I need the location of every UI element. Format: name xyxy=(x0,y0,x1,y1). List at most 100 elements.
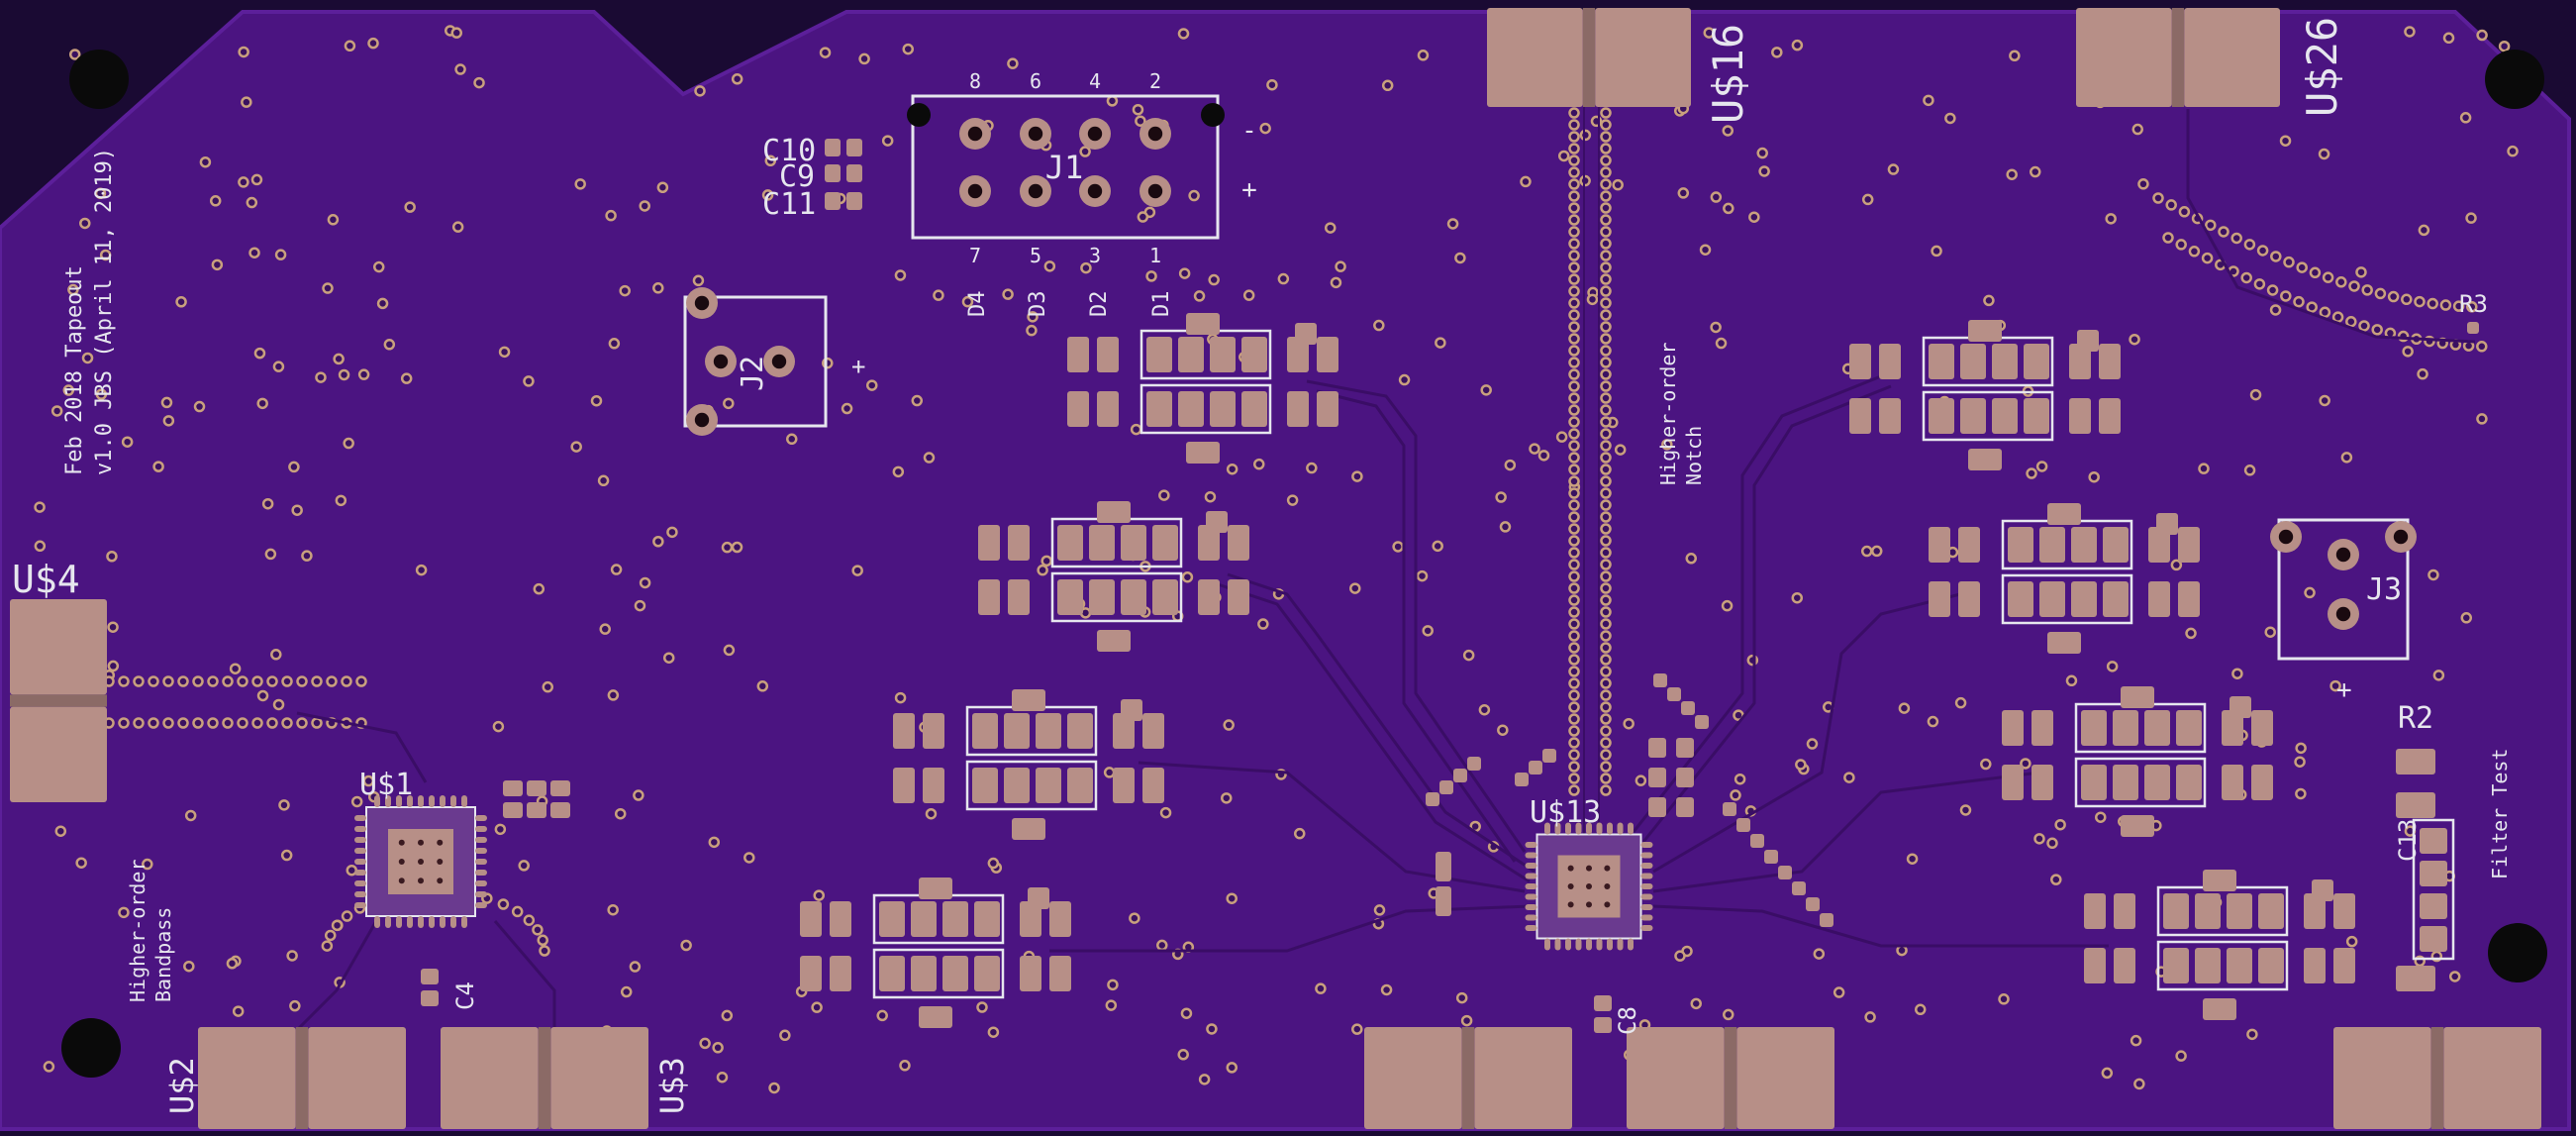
via xyxy=(652,535,664,548)
via xyxy=(1568,273,1580,285)
via xyxy=(2105,213,2117,225)
via xyxy=(1568,677,1580,689)
smd-pad xyxy=(2008,527,2033,563)
via xyxy=(95,388,108,400)
via xyxy=(1600,761,1612,773)
via xyxy=(1026,324,1038,337)
smd-pad xyxy=(1929,398,1954,434)
via xyxy=(1861,193,1874,206)
component-outline xyxy=(1139,383,1272,435)
smd-pad xyxy=(2144,710,2170,746)
via xyxy=(1130,423,1142,436)
via xyxy=(1568,773,1580,784)
smd-pad xyxy=(2031,765,2053,800)
cap-pad xyxy=(1594,1017,1612,1033)
drill-hole xyxy=(1087,183,1103,199)
via xyxy=(620,985,633,998)
smd-pad xyxy=(2203,870,2236,891)
ic-pin xyxy=(1565,938,1571,951)
smd-pad xyxy=(2304,893,2326,929)
via xyxy=(199,155,212,168)
smd-pad xyxy=(1004,768,1030,803)
trace xyxy=(1049,904,1531,953)
trace xyxy=(1641,384,1892,843)
smd-pad xyxy=(2002,765,2024,800)
ic-pin xyxy=(429,795,435,807)
smd-pad xyxy=(1057,525,1083,561)
via xyxy=(1330,276,1342,289)
via xyxy=(570,441,582,453)
via xyxy=(1351,1023,1363,1035)
ic-pin xyxy=(429,916,435,928)
via xyxy=(1568,178,1580,190)
via xyxy=(54,825,67,837)
via xyxy=(1600,380,1612,392)
via xyxy=(1499,521,1512,533)
via xyxy=(1478,703,1491,716)
diagonal-cap-pad xyxy=(1778,866,1792,879)
sma-signal-pad xyxy=(538,1027,551,1129)
via xyxy=(162,717,174,729)
c13-ref: C13 xyxy=(2394,819,2422,862)
j1-pin-label-7: 7 xyxy=(969,244,981,267)
cap-pad xyxy=(550,780,570,796)
via xyxy=(1721,599,1734,612)
via xyxy=(1105,999,1118,1011)
via xyxy=(2170,559,2183,571)
via xyxy=(1568,487,1580,499)
via xyxy=(121,436,134,448)
via xyxy=(400,372,413,384)
via xyxy=(1568,475,1580,487)
smd-pad xyxy=(1004,713,1030,749)
via xyxy=(1927,715,1939,728)
smd-pad xyxy=(1968,320,2002,342)
cap-pad xyxy=(1594,995,1612,1011)
smd-pad xyxy=(1958,527,1980,563)
via xyxy=(118,675,130,687)
thermal-via xyxy=(1567,901,1574,908)
board-substrate xyxy=(0,10,2571,1131)
cap-pad xyxy=(2396,966,2435,991)
j1-mount-hole xyxy=(1201,103,1225,127)
via xyxy=(1040,555,1052,568)
smd-pad xyxy=(911,956,937,991)
via xyxy=(1600,559,1612,570)
via xyxy=(712,1042,724,1054)
smd-pad xyxy=(2222,710,2243,746)
via xyxy=(142,858,153,871)
via xyxy=(1226,463,1238,475)
resistor-pad xyxy=(2396,749,2435,775)
via xyxy=(415,564,428,576)
j2-outline xyxy=(683,295,828,428)
via xyxy=(1568,297,1580,309)
via xyxy=(261,497,274,510)
via xyxy=(1600,713,1612,725)
ic-pin xyxy=(475,859,487,865)
thermal-via xyxy=(418,859,424,865)
via xyxy=(1600,178,1612,190)
smd-pad xyxy=(1210,391,1236,427)
via xyxy=(62,384,75,396)
via xyxy=(1568,202,1580,214)
via xyxy=(2185,627,2197,640)
smd-pad xyxy=(923,768,944,803)
j2-connector: J2 + xyxy=(683,287,865,436)
via xyxy=(1710,191,1723,203)
smd-pad xyxy=(2163,893,2189,929)
via xyxy=(1180,1007,1193,1019)
via xyxy=(708,836,721,849)
via xyxy=(2131,123,2143,136)
via xyxy=(1177,1049,1189,1061)
smd-pad xyxy=(1067,391,1089,427)
via xyxy=(1600,689,1612,701)
via xyxy=(1600,143,1612,155)
via xyxy=(344,40,356,52)
via xyxy=(253,347,266,360)
via xyxy=(1600,630,1612,642)
via xyxy=(1600,321,1612,333)
cap-pad xyxy=(825,139,841,156)
via xyxy=(511,905,524,918)
via xyxy=(1529,443,1540,455)
via xyxy=(473,76,485,89)
via xyxy=(362,775,375,787)
